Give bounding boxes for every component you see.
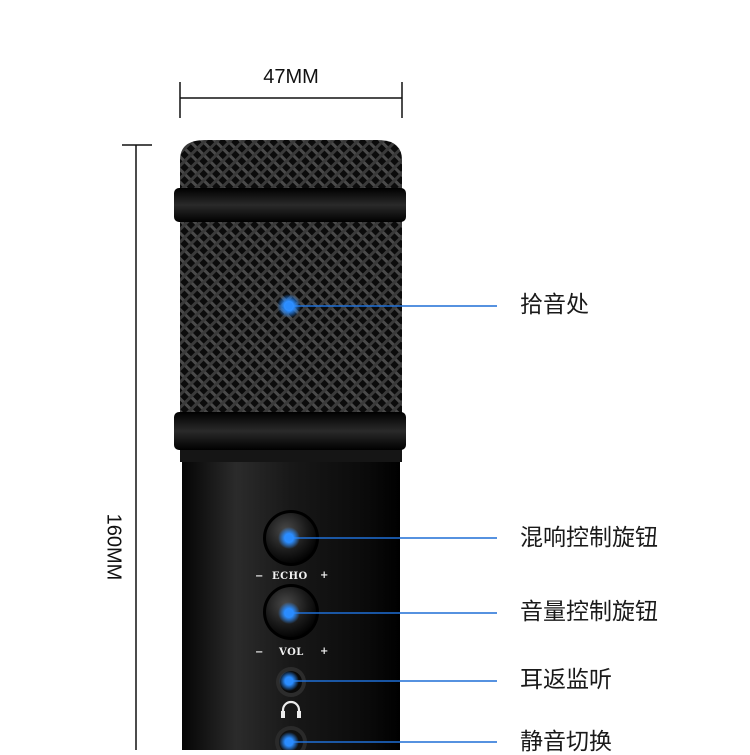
- height-dimension-label: 160MM: [102, 513, 125, 581]
- headphone-icon: [281, 700, 301, 718]
- callout-label-echo: 混响控制旋钮: [520, 525, 658, 551]
- callout-dots: [277, 294, 301, 750]
- vol-minus-label: −: [255, 647, 264, 658]
- width-dimension-line: [179, 82, 403, 118]
- grille-ring-top: [174, 188, 406, 222]
- callout-label-pickup: 拾音处: [520, 292, 589, 318]
- callout-label-volume: 音量控制旋钮: [520, 599, 658, 625]
- vol-label: VOL: [279, 647, 304, 658]
- grille-ring-bottom: [174, 412, 406, 450]
- callout-label-mute: 静音切换: [520, 729, 612, 755]
- echo-plus-label: +: [320, 570, 329, 581]
- vol-plus-label: +: [320, 646, 329, 657]
- callout-label-headphone: 耳返监听: [520, 667, 612, 693]
- echo-label: ECHO: [272, 571, 308, 582]
- callout-lines: [291, 305, 497, 743]
- height-dimension-line: [122, 144, 152, 750]
- width-dimension-label: 47MM: [263, 66, 319, 88]
- grille-top: [180, 140, 402, 190]
- echo-minus-label: −: [255, 571, 264, 582]
